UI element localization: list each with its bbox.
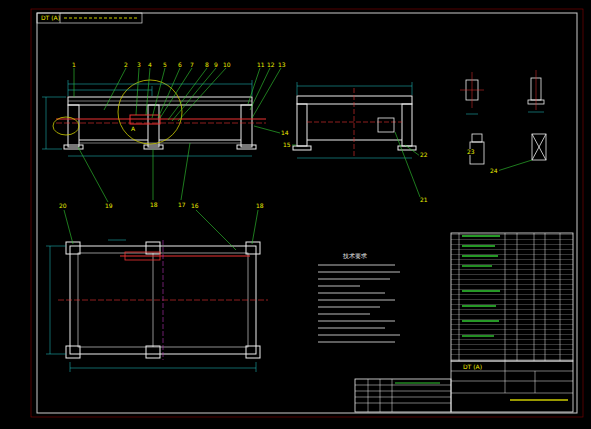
callout-number: 16	[190, 203, 200, 209]
callout-number: 19	[104, 203, 114, 209]
callout-number: 15	[282, 142, 292, 148]
callout-number: 22	[419, 152, 429, 158]
callout-number: 4	[147, 62, 153, 68]
callout-number: 5	[162, 62, 168, 68]
callout-number: 24	[489, 168, 499, 174]
callout-number: 12	[266, 62, 276, 68]
callout-number: 2	[123, 62, 129, 68]
callout-number: 6	[177, 62, 183, 68]
callout-number: 8	[204, 62, 210, 68]
notes-heading: 技术要求	[342, 254, 368, 260]
callout-number: 17	[177, 202, 187, 208]
callout-number: 3	[136, 62, 142, 68]
callout-number: 21	[419, 197, 429, 203]
callout-number: 10	[222, 62, 232, 68]
callout-number: 18	[255, 203, 265, 209]
title-block-code: DT (A)	[462, 364, 483, 370]
callout-number: 11	[256, 62, 266, 68]
callout-number: 13	[277, 62, 287, 68]
parts-list	[355, 233, 573, 412]
callout-number: 23	[466, 149, 476, 155]
callout-number: 18	[149, 202, 159, 208]
sheet-frame	[37, 13, 577, 413]
callout-number: 14	[280, 130, 290, 136]
drawing-title: DT (A)	[40, 15, 61, 21]
view-marker: A	[130, 126, 136, 132]
callout-number: 20	[58, 203, 68, 209]
callout-number: 1	[71, 62, 77, 68]
callout-number: 9	[213, 62, 219, 68]
callout-number: 7	[189, 62, 195, 68]
